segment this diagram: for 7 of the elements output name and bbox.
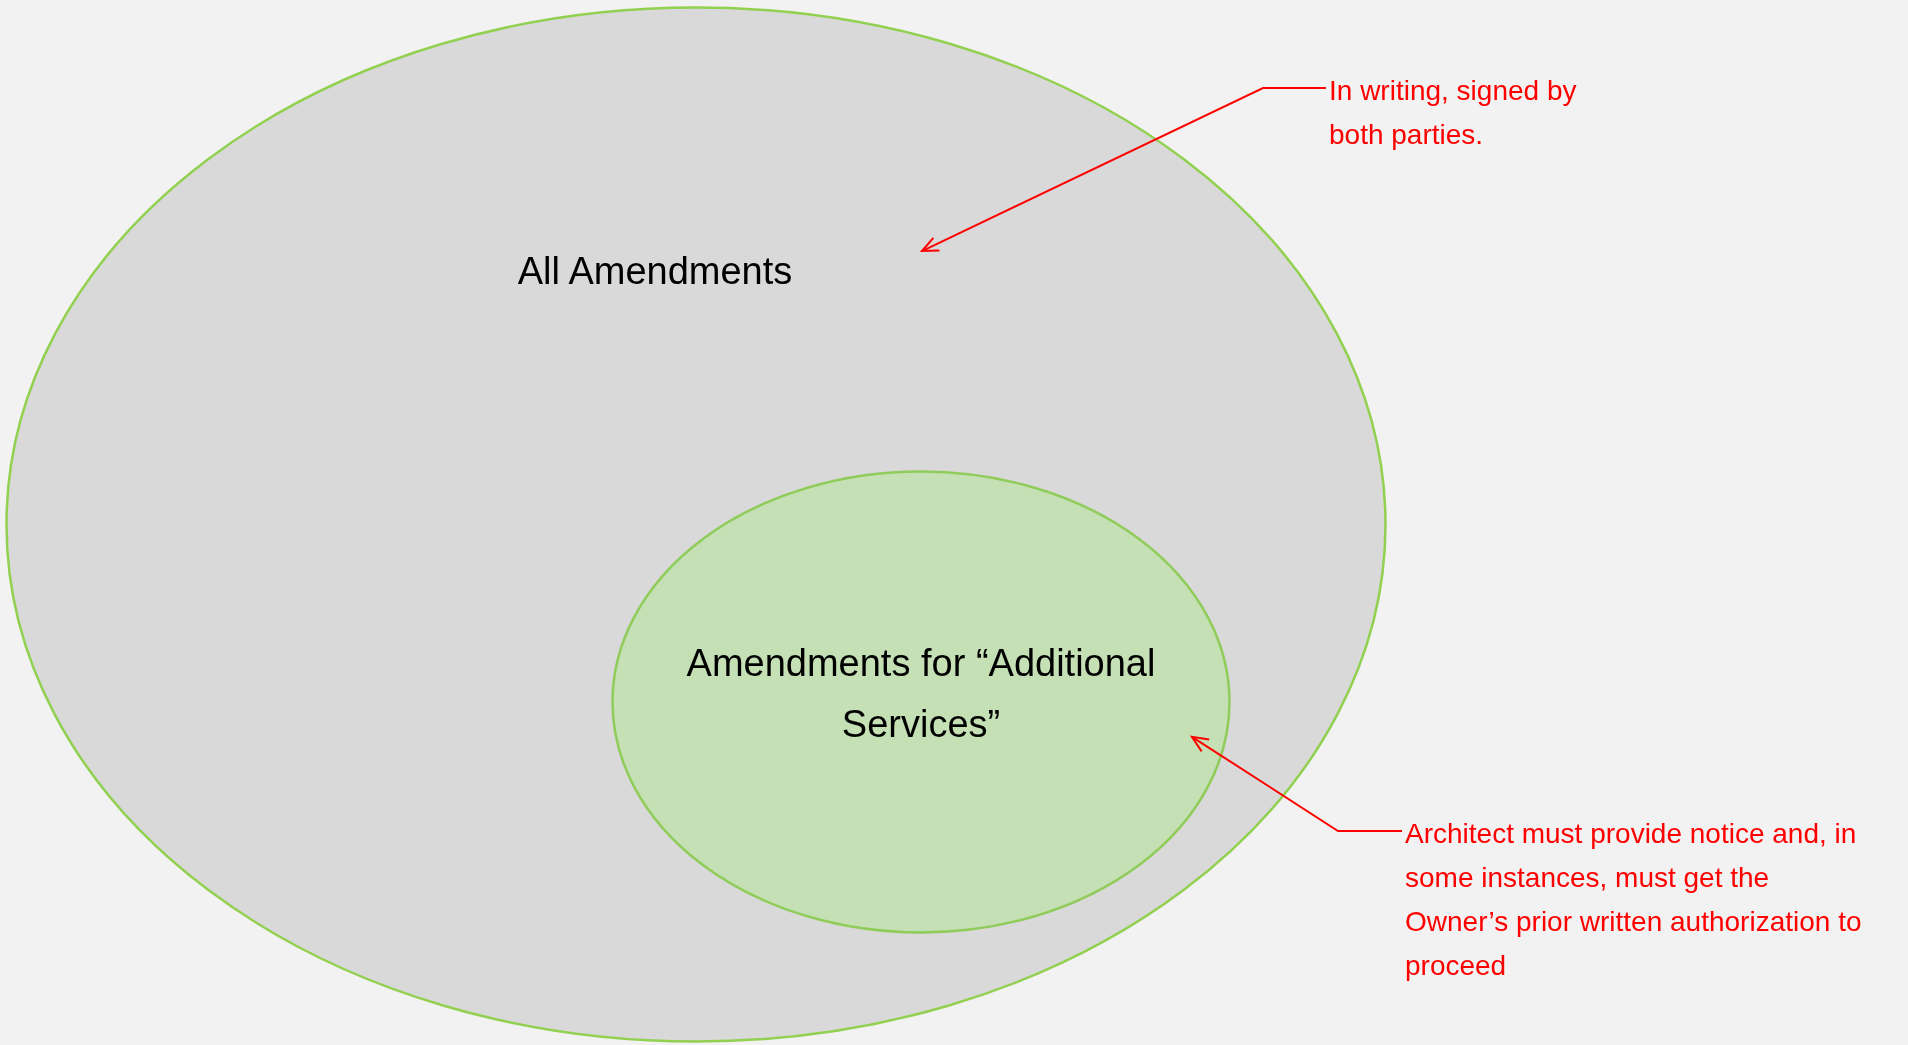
set-label: All Amendments [516, 249, 794, 294]
inner-ellipse [611, 470, 1231, 934]
leader-line [920, 87, 1327, 253]
callout-note: In writing, signed by both parties. [1329, 69, 1629, 157]
leader-line [1190, 735, 1403, 832]
callout-note: Architect must provide notice and, in some instances, must get the Owner’s prior written authorization to proceed [1405, 812, 1875, 988]
set-label: Amendments for “Additional Services” [685, 641, 1157, 747]
